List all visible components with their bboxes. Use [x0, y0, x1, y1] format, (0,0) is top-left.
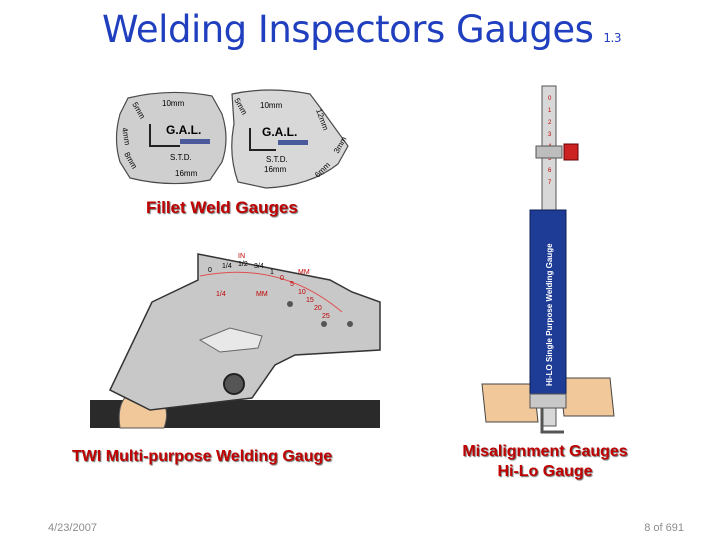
clamp-block [535, 145, 563, 159]
twi-inner-mark-2: MM [256, 291, 268, 298]
hilo-mark-0: 0 [548, 96, 552, 102]
twi-mm-20: 20 [314, 305, 322, 312]
fillet-gauge-right: 10mm 5mm 12mm 3mm 6mm G.A.L. S.T.D. 16mm [231, 89, 349, 189]
twi-mm-5: 5 [290, 281, 294, 288]
twi-gauge-caption: TWI Multi-purpose Welding Gauge [72, 448, 333, 465]
right-plate [559, 377, 615, 417]
fillet-left-bottom-label: 16mm [175, 169, 198, 178]
twi-mm-15: 15 [306, 297, 314, 304]
twi-mark-in: IN [238, 253, 245, 260]
fillet-left-brand: G.A.L. [166, 123, 201, 137]
twi-mark-3: 3/4 [254, 263, 264, 270]
twi-mark-0: 0 [208, 267, 212, 274]
fillet-right-brand: G.A.L. [262, 125, 297, 139]
twi-mm-label: MM [298, 269, 310, 276]
fillet-right-scale [278, 140, 308, 145]
twi-mm-25: 25 [322, 313, 330, 320]
fillet-gauge-left: 10mm 5mm 4mm 8mm G.A.L. S.T.D. 16mm [115, 91, 227, 185]
twi-mark-4: 1 [270, 269, 274, 276]
fillet-left-side-label-2: 4mm [120, 127, 132, 146]
left-plate [481, 383, 539, 423]
twi-top-marks: 0 1/4 1/2 3/4 1 IN [208, 253, 274, 276]
fillet-left-top-label: 10mm [162, 99, 185, 108]
hilo-mark-3: 3 [548, 132, 552, 138]
fillet-right-top-label: 10mm [260, 101, 283, 110]
fillet-right-bottom-label: 16mm [264, 165, 287, 174]
arc-scale [199, 271, 343, 313]
twi-gauge-illustration: 0 1/4 1/2 3/4 1 IN 0 5 10 15 20 25 MM 1/… [90, 253, 381, 429]
hilo-gauge-illustration: 0 1 2 3 4 5 6 7 Hi-LO Single Purpose Wel… [481, 85, 615, 434]
fillet-left-scale [180, 139, 210, 144]
fillet-weld-gauges-illustration: 10mm 5mm 4mm 8mm G.A.L. S.T.D. 16mm 10mm… [115, 89, 349, 189]
slide-title-text: Welding Inspectors Gauges [102, 8, 594, 51]
gauge-slot [198, 327, 263, 353]
clamp-knob [563, 143, 579, 161]
hilo-label: Hi-LO Single Purpose Welding Gauge [545, 243, 554, 386]
hilo-foot [529, 393, 567, 409]
twi-mark-1: 1/4 [222, 263, 232, 270]
slide-page-number: 8 of 691 [644, 522, 684, 534]
twi-mm-marks: 0 5 10 15 20 25 MM [280, 269, 330, 320]
small-screw-3 [347, 321, 353, 327]
hilo-mark-5: 5 [548, 156, 552, 162]
twi-mm-10: 10 [298, 289, 306, 296]
misalignment-caption: Misalignment Gauges Hi-Lo Gauge [438, 442, 652, 482]
hilo-mark-1: 1 [548, 108, 552, 114]
slide-title-suffix: 1.3 [603, 31, 621, 45]
fillet-weld-caption: Fillet Weld Gauges [146, 198, 298, 217]
misalignment-caption-line-1: Misalignment Gauges [462, 443, 628, 460]
hilo-mark-2: 2 [548, 120, 552, 126]
twi-mm-0: 0 [280, 275, 284, 282]
slide-title: Welding Inspectors Gauges 1.3 [102, 8, 621, 51]
twi-inner-marks: 1/4 MM [216, 291, 268, 298]
fillet-right-model: S.T.D. [266, 155, 288, 164]
misalignment-caption-line-2: Hi-Lo Gauge [497, 463, 593, 480]
hilo-pointer [540, 408, 564, 434]
twi-mark-2: 1/2 [238, 261, 248, 268]
twi-inner-mark-1: 1/4 [216, 291, 226, 298]
pivot-screw [223, 373, 245, 395]
small-screw-2 [321, 321, 327, 327]
small-screw-1 [287, 301, 293, 307]
fillet-left-model: S.T.D. [170, 153, 192, 162]
slide-date: 4/23/2007 [48, 522, 97, 534]
hilo-mark-6: 6 [548, 168, 552, 174]
hilo-mark-7: 7 [548, 180, 552, 186]
